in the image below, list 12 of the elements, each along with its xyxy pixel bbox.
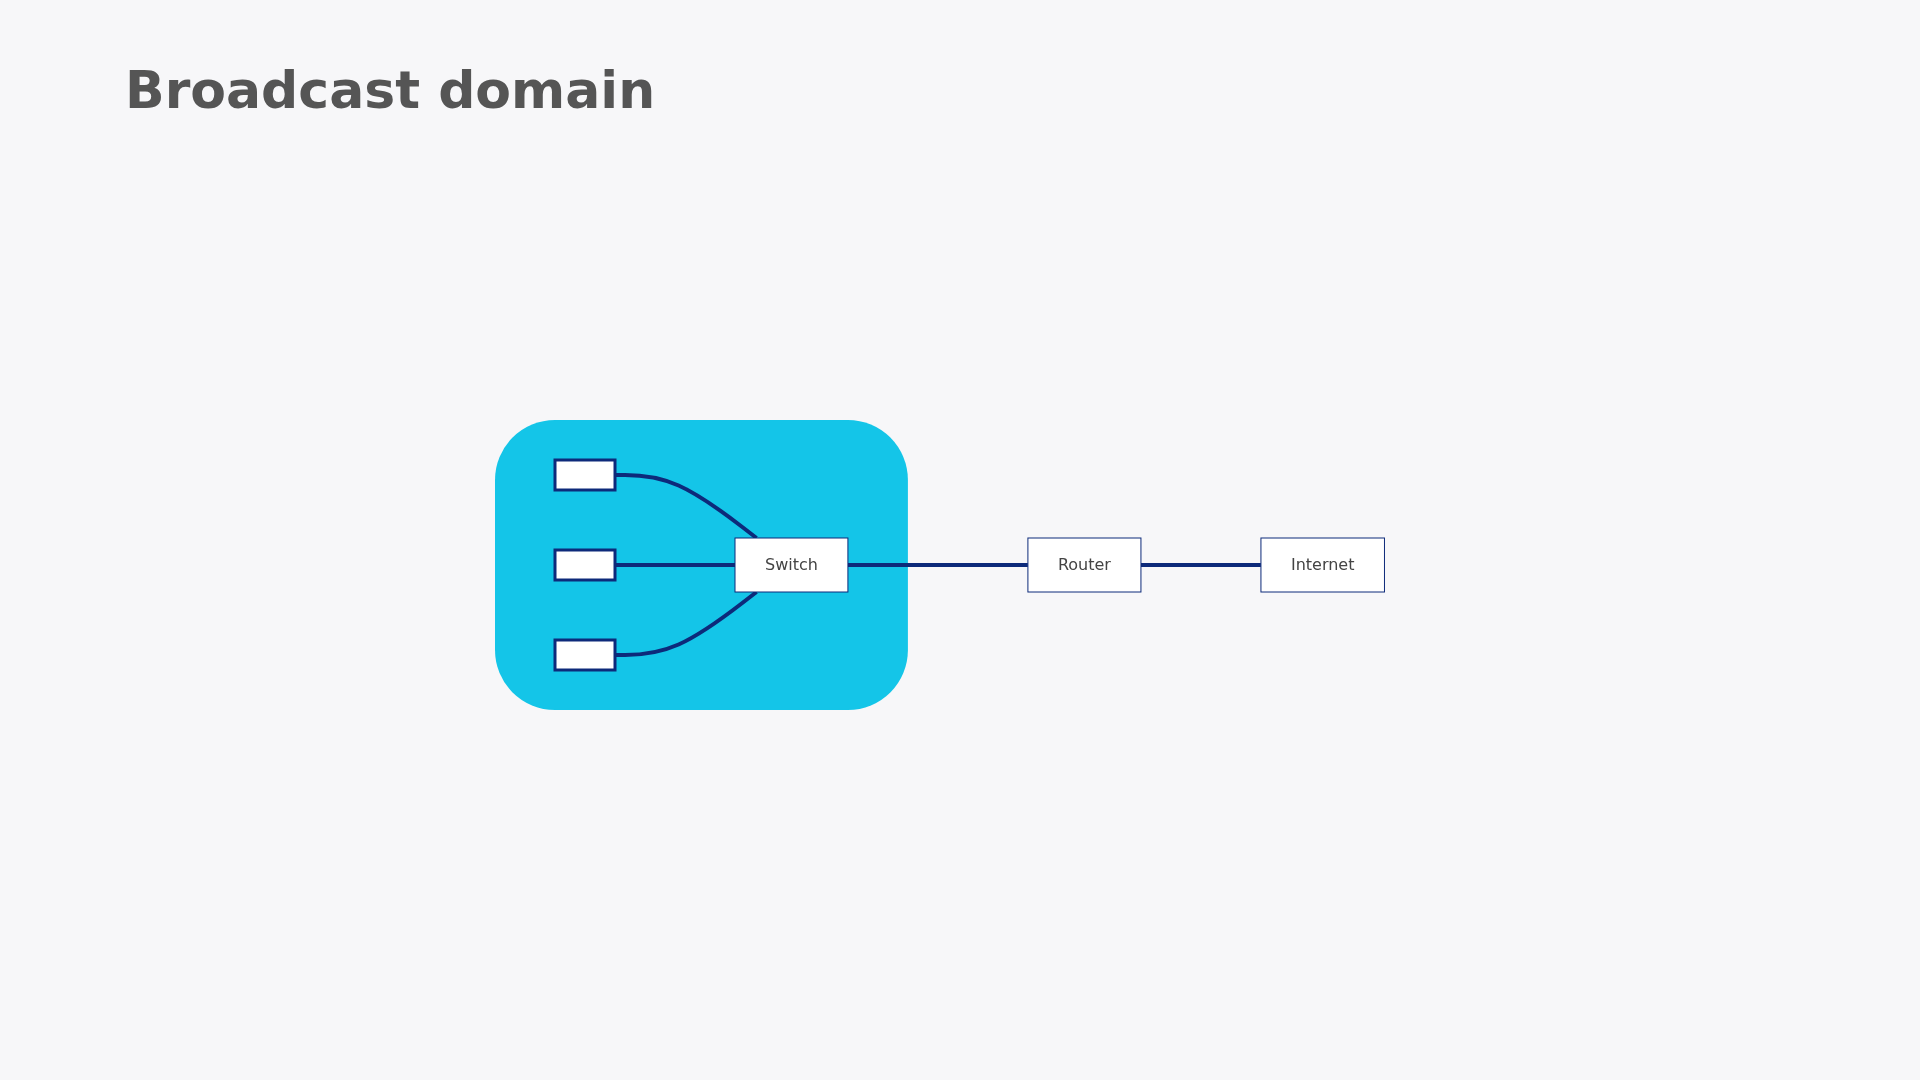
cluster <box>495 420 909 710</box>
node-box: Switch <box>734 537 849 593</box>
diagram-title: Broadcast domain <box>125 60 657 120</box>
connector <box>848 563 1029 567</box>
node-box <box>553 458 617 492</box>
connector <box>615 473 758 540</box>
node-box <box>553 638 617 672</box>
node-box <box>553 548 617 582</box>
connector <box>615 563 736 567</box>
node-box: Internet <box>1260 537 1386 593</box>
node-box: Router <box>1027 537 1142 593</box>
connector <box>1141 563 1262 567</box>
